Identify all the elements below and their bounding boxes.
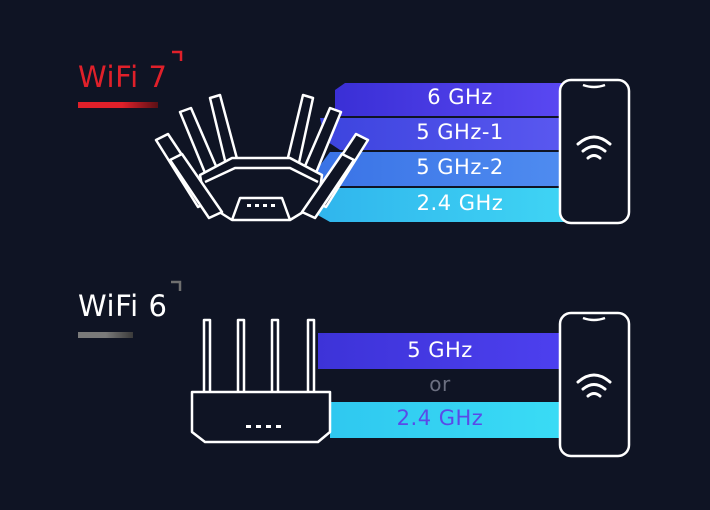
- wifi6-band-label-5ghz: 5 GHz: [407, 338, 473, 362]
- wifi6-wifi-signal-icon: [576, 373, 612, 398]
- wifi7-accent-bar: [78, 102, 158, 108]
- wifi6-band-5ghz: [318, 333, 566, 369]
- wifi6-accent-bar: [78, 332, 133, 338]
- wifi6-band-ribbons: [318, 333, 566, 438]
- wifi7-band-5ghz-1: [320, 118, 565, 150]
- wifi6-router-icon: [190, 318, 332, 444]
- wifi6-smartphone-icon: [558, 311, 631, 458]
- wifi7-band-label-2-4ghz: 2.4 GHz: [416, 191, 504, 215]
- wifi7-wifi-signal-icon: [576, 135, 612, 160]
- wifi7-band-label-6ghz: 6 GHz: [427, 85, 493, 109]
- wifi6-band-label-2-4ghz: 2.4 GHz: [396, 406, 484, 430]
- wifi7-band-5ghz-2: [318, 152, 565, 186]
- wifi7-router-icon: [154, 93, 370, 222]
- wifi7-title: WiFi 7: [78, 60, 168, 94]
- title-corner-mark: [171, 280, 182, 291]
- wifi7-section: [78, 50, 631, 225]
- wifi6-title: WiFi 6: [78, 289, 168, 323]
- wifi7-band-6ghz: [335, 83, 565, 116]
- wifi7-band-label-5ghz-2: 5 GHz-2: [416, 155, 504, 179]
- wifi6-section: [78, 280, 631, 458]
- wifi7-band-ribbons: [300, 83, 565, 222]
- wifi7-smartphone-icon: [558, 78, 631, 225]
- wifi7-band-2-4ghz: [300, 188, 565, 222]
- title-corner-mark: [172, 50, 183, 61]
- wifi7-band-label-5ghz-1: 5 GHz-1: [416, 120, 504, 144]
- band-separator-or: or: [429, 372, 451, 396]
- wifi6-band-2-4ghz: [330, 402, 566, 438]
